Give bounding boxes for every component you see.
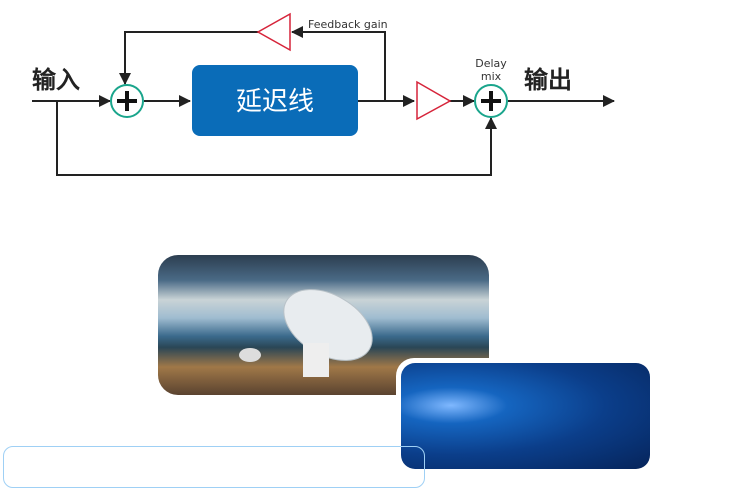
output-label: 输出 [524,66,572,94]
delay-mix-label-2: mix [481,70,502,83]
delay-line-diagram: 延迟线 输入 输出 Feedback gain Delay mix [32,12,615,176]
delay-mix-label-1: Delay [475,57,507,70]
telescope-mount [303,343,329,377]
digital-tech-image-frame [396,358,654,473]
feedback-gain-amplifier-icon [256,12,291,52]
output-mixer-icon [474,84,508,118]
digital-tech-image [401,363,650,469]
input-label: 输入 [32,66,80,94]
dry-path-line [56,101,497,176]
input-summer-icon [110,84,144,118]
radio-telescope-image [158,255,489,395]
feedback-gain-label: Feedback gain [308,18,388,31]
feedback-tap-line [291,26,386,101]
mix-amplifier-icon [416,80,452,121]
content-panel [3,446,425,488]
delay-line-box [192,65,358,136]
feedback-return-line [119,31,258,85]
delay-line-label: 延迟线 [236,87,314,117]
